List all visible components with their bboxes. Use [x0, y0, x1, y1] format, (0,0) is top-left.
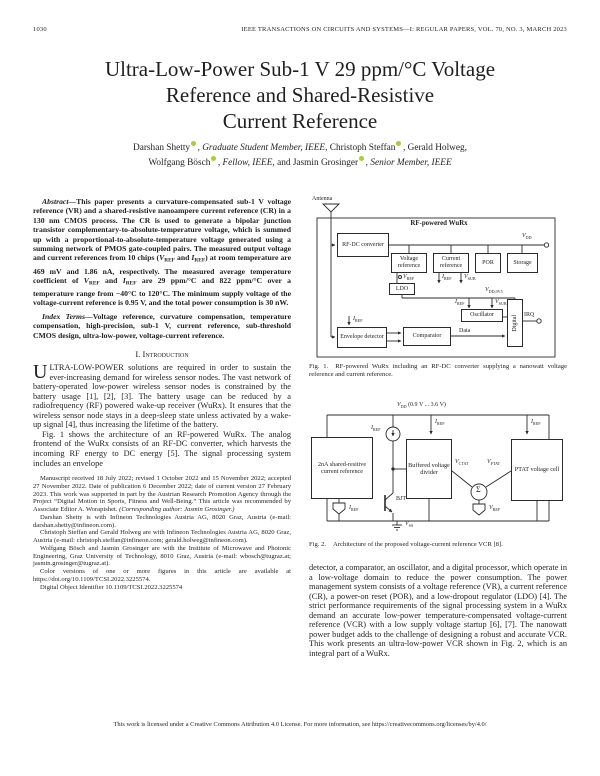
footnote-block: Manuscript received 18 July 2022; revise…: [33, 475, 291, 591]
footnote-doi: Digital Object Identifier 10.1109/TCSI.2…: [40, 583, 183, 591]
fig2-box-current-reference: 2nA shared-resitive current reference: [311, 437, 373, 499]
orcid-icon: [396, 141, 402, 146]
fig1-box-por: POR: [475, 253, 501, 273]
left-column: Abstract—This paper presents a curvature…: [33, 197, 291, 591]
figure-1-caption: Fig. 1.RF-powered WuRx including an RF-D…: [309, 363, 567, 379]
fig1-box-current-reference: Current reference: [433, 253, 469, 273]
paper-title-line2: Reference and Shared-Resistive: [165, 83, 435, 107]
fig1-box-ldo: LDO: [389, 283, 415, 295]
page-header: 1030 IEEE TRANSACTIONS ON CIRCUITS AND S…: [33, 26, 567, 33]
fig1-label-vsub-2: VSUB: [495, 299, 507, 307]
authors-line: Darshan Shetty, Graduate Student Member,…: [40, 141, 560, 170]
fig1-box-comparator: Comparator: [403, 327, 451, 346]
fig1-label-vsub-1: VSUB: [464, 274, 476, 282]
fig1-label-iref-3: IREF: [353, 316, 363, 324]
footnote-color-versions: Color versions of one or more figures in…: [33, 568, 291, 583]
orcid-icon: [211, 155, 217, 161]
figure-2-caption: Fig. 2. Architecture of the proposed volt…: [309, 541, 567, 549]
fig1-outer-frame: [316, 217, 556, 358]
fig1-box-envelope-detector: Envelope detector: [337, 327, 387, 348]
fig2-label-vref-out: VREF: [489, 505, 501, 513]
footnote-affiliation-3: Wolfgang Bösch and Jasmin Grosinger are …: [33, 544, 291, 568]
fig2-label-iref-source: IREF: [371, 425, 381, 433]
footnote-affiliation-1: Darshan Shetty is with Infineon Technolo…: [33, 513, 291, 529]
figure-1-caption-text: RF-powered WuRx including an RF-DC conve…: [309, 363, 568, 379]
figure-1: Antenna RF-powered WuRx RF-DC converter …: [309, 196, 567, 360]
fig2-label-vdd-range: VDD (0.9 V ... 3.6 V): [397, 402, 446, 410]
fig2-box-ptat-cell: PTAT voltage cell: [511, 439, 563, 501]
fig1-box-rfdc-converter: RF-DC converter: [337, 233, 389, 257]
abstract-paragraph: Abstract—This paper presents a curvature…: [33, 197, 291, 308]
footnote-affiliation-2: Christoph Steffan and Gerald Holweg are …: [33, 529, 291, 545]
authors-line-2: Wolfgang Bösch, Fellow, IEEE, and Jasmin…: [40, 155, 560, 171]
fig2-label-vss: VSS: [405, 521, 414, 529]
fig1-label-vdd0v5: VDD,0V5: [485, 287, 503, 295]
antenna-icon: [321, 203, 341, 213]
orcid-icon: [191, 141, 197, 146]
fig2-box-buffered-divider: Buffered voltage divider: [406, 439, 452, 499]
fig2-label-vptat: VPTAT: [487, 459, 501, 467]
intro-paragraph-1-text: LTRA-LOW-POWER solutions are required in…: [33, 363, 291, 430]
intro-paragraph-2: Fig. 1 shows the architecture of an RF-p…: [33, 429, 291, 468]
fig1-digital-label: Digital: [511, 314, 518, 332]
paper-title-line1: Ultra-Low-Power Sub-1 V 29 ppm/°C Voltag…: [104, 57, 496, 81]
fig1-label-iref-1: IREF: [442, 274, 452, 282]
fig1-inner-title: RF-powered WuRx: [410, 220, 468, 227]
section-heading-introduction: I. Introduction: [135, 349, 189, 360]
page-number: 1030: [33, 26, 47, 33]
journal-title: IEEE TRANSACTIONS ON CIRCUITS AND SYSTEM…: [241, 26, 567, 33]
fig1-label-iref-2: IREF: [455, 299, 465, 307]
fig2-label-vctat: VCTAT: [455, 459, 469, 467]
fig1-label-data: Data: [459, 328, 471, 334]
fig2-sum-node: Σ: [476, 485, 481, 494]
figure-1-wiring: [316, 203, 556, 358]
fig1-label-irq: IRQ: [524, 312, 535, 318]
orcid-icon: [359, 155, 365, 161]
authors-line-1: Darshan Shetty, Graduate Student Member,…: [40, 141, 560, 156]
paper-title: Ultra-Low-Power Sub-1 V 29 ppm/°C Voltag…: [45, 56, 555, 134]
fig1-box-storage: Storage: [507, 253, 538, 273]
right-column: Antenna RF-powered WuRx RF-DC converter …: [309, 196, 567, 730]
fig1-label-vdd: VDD: [522, 233, 532, 241]
fig1-box-digital: Digital: [507, 299, 523, 347]
figure-2: VDD (0.9 V ... 3.6 V) 2nA shared-resitiv…: [309, 401, 567, 537]
fig2-label-iref-out: IREF: [349, 505, 359, 513]
figure-2-number: Fig. 2.: [309, 541, 327, 548]
figure-2-caption-text: Architecture of the proposed voltage-cur…: [333, 541, 503, 548]
fig1-label-vref: VREF: [403, 274, 415, 282]
figure-2-wiring: [326, 414, 550, 531]
fig2-label-iref-divider: IREF: [435, 419, 445, 427]
drop-cap: U: [33, 361, 48, 384]
paper-title-line3: Current Reference: [222, 109, 378, 133]
license-line: This work is licensed under a Creative C…: [113, 721, 487, 728]
footnote-manuscript: Manuscript received 18 July 2022; revise…: [33, 475, 291, 514]
index-terms: Index Terms—Voltage reference, curvature…: [33, 311, 291, 340]
intro-paragraph-3: detector, a comparator, an oscillator, a…: [309, 563, 567, 658]
fig1-antenna-label: Antenna: [312, 196, 333, 202]
fig2-label-iref-ptat: IREF: [531, 419, 541, 427]
fig1-box-oscillator: Oscillator: [461, 309, 503, 322]
fig2-label-bjt: BJT: [396, 496, 407, 502]
fig1-box-voltage-reference: Voltage reference: [391, 253, 427, 273]
figure-1-number: Fig. 1.: [309, 363, 329, 370]
